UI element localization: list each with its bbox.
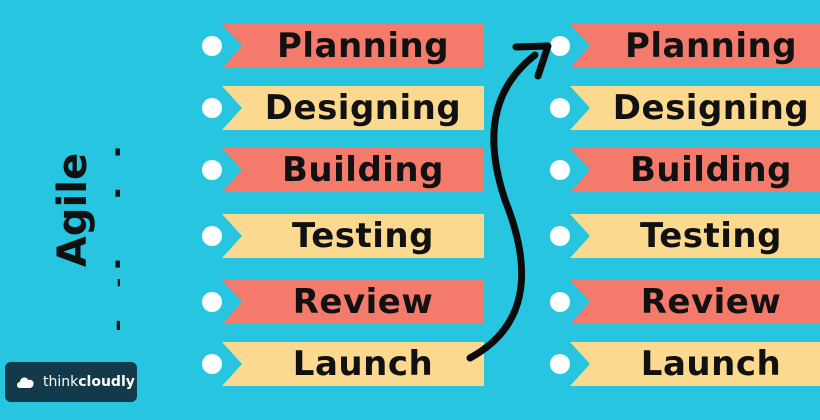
bullet-dot-icon xyxy=(550,36,570,56)
banner-notch xyxy=(222,86,242,130)
stage-banner xyxy=(570,342,820,386)
stage-label: Designing xyxy=(612,88,810,128)
brand-name: thinkcloudly xyxy=(43,362,135,402)
stage-label: Launch xyxy=(292,344,434,384)
stage-banner xyxy=(570,24,820,68)
stage-banner xyxy=(222,214,484,258)
bullet-dot-icon xyxy=(202,226,222,246)
banner-notch xyxy=(222,24,242,68)
banner-notch xyxy=(222,148,242,192)
stage-label: Designing xyxy=(264,88,462,128)
bullet-dot-icon xyxy=(550,292,570,312)
banner-notch xyxy=(222,280,242,324)
bullet-dot-icon xyxy=(202,36,222,56)
banner-notch xyxy=(570,214,590,258)
stage-label: Testing xyxy=(640,216,782,256)
stage-label: Review xyxy=(292,282,434,322)
banner-notch xyxy=(570,24,590,68)
bullet-dot-icon xyxy=(202,98,222,118)
stage-banner xyxy=(222,86,484,130)
banner-notch xyxy=(570,86,590,130)
bullet-dot-icon xyxy=(202,160,222,180)
title-line-2: Methodology xyxy=(110,63,120,330)
stage-banner xyxy=(570,86,820,130)
brand-name-bold: cloudly xyxy=(78,374,135,390)
bullet-dot-icon xyxy=(550,226,570,246)
cloud-icon xyxy=(17,377,34,388)
bullet-dot-icon xyxy=(550,98,570,118)
banner-notch xyxy=(222,342,242,386)
thinkcloudly-logo: thinkcloudly xyxy=(5,362,137,402)
diagram-title: Agile Methodology xyxy=(0,0,156,357)
stage-label: Testing xyxy=(292,216,434,256)
stage-label: Launch xyxy=(640,344,782,384)
bullet-dot-icon xyxy=(202,292,222,312)
stage-label: Planning xyxy=(276,26,450,66)
stage-banner xyxy=(222,148,484,192)
stage-banner xyxy=(222,280,484,324)
stage-label: Planning xyxy=(624,26,798,66)
stage-banner xyxy=(570,214,820,258)
stage-banner xyxy=(222,342,484,386)
stage-label: Building xyxy=(630,150,792,190)
banner-notch xyxy=(570,280,590,324)
stage-banner xyxy=(570,148,820,192)
stage-label: Building xyxy=(282,150,444,190)
stage-banner xyxy=(570,280,820,324)
banner-notch xyxy=(222,214,242,258)
bullet-dot-icon xyxy=(550,160,570,180)
title-line-1: Agile xyxy=(50,153,96,267)
bullet-dot-icon xyxy=(202,354,222,374)
brand-name-regular: think xyxy=(43,374,79,390)
stage-label: Review xyxy=(640,282,782,322)
banner-notch xyxy=(570,148,590,192)
bullet-dot-icon xyxy=(550,354,570,374)
stage-banner xyxy=(222,24,484,68)
banner-notch xyxy=(570,342,590,386)
